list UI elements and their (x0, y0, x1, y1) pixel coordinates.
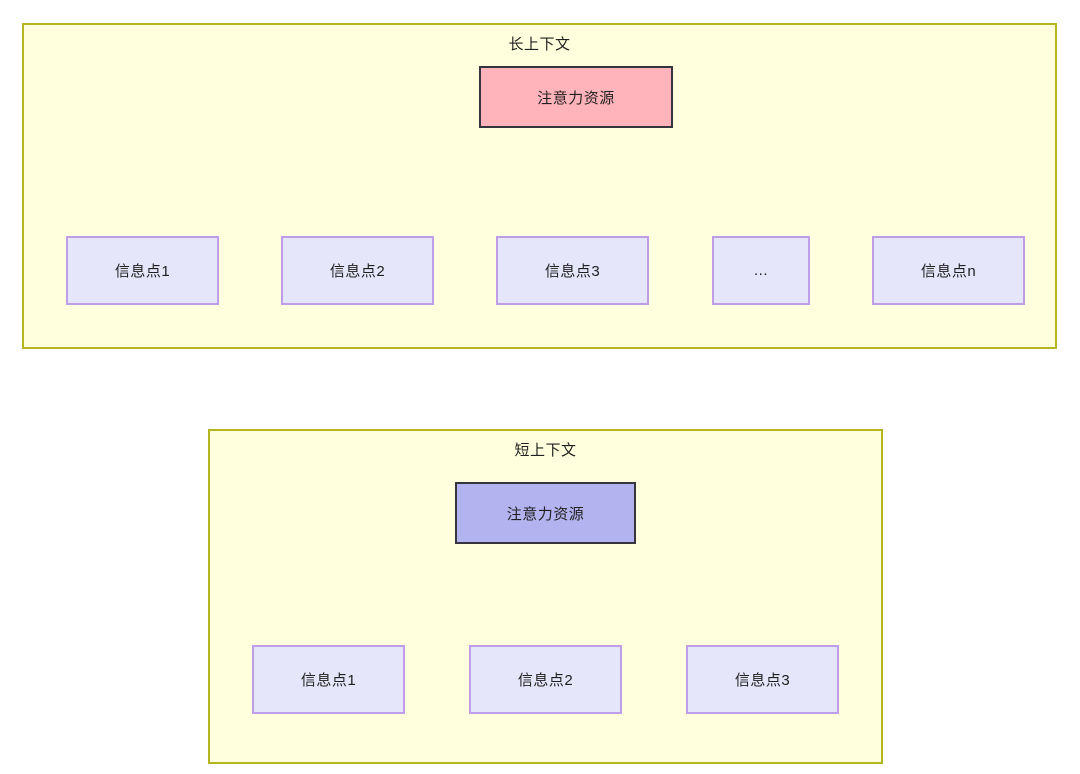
node-info-point-2-long[interactable]: 信息点2 (281, 236, 434, 305)
node-attention-resource-short[interactable]: 注意力资源 (455, 482, 636, 544)
node-attention-resource-long[interactable]: 注意力资源 (479, 66, 673, 128)
group-title-long-context: 长上下文 (508, 36, 571, 53)
node-info-point-n-long[interactable]: 信息点n (872, 236, 1025, 305)
node-info-point-2-short[interactable]: 信息点2 (469, 645, 622, 714)
group-title-short-context: 短上下文 (514, 442, 577, 459)
node-info-point-1-long[interactable]: 信息点1 (66, 236, 219, 305)
node-info-point-1-short[interactable]: 信息点1 (252, 645, 405, 714)
node-info-ellipsis-long[interactable]: ... (712, 236, 810, 305)
node-info-point-3-short[interactable]: 信息点3 (686, 645, 839, 714)
node-info-point-3-long[interactable]: 信息点3 (496, 236, 649, 305)
